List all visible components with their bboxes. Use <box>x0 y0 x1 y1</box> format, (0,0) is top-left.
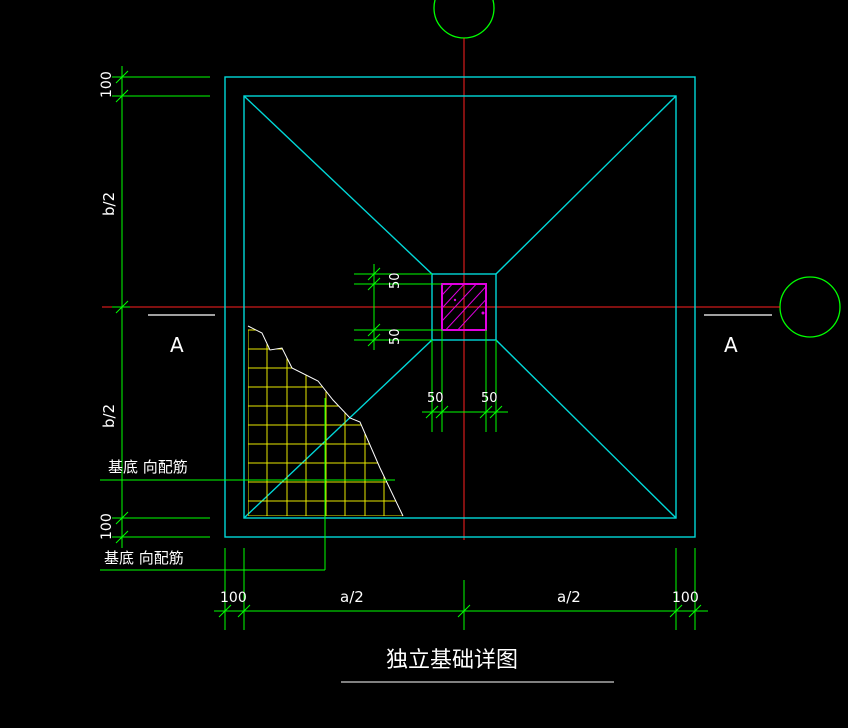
dim-col-gap-bottom: 50 <box>388 328 403 345</box>
dim-col-gap-top: 50 <box>388 272 403 289</box>
dim-a-half-right: a/2 <box>557 588 581 606</box>
foundation-outline <box>224 76 696 538</box>
axis-bubble-right <box>779 276 841 338</box>
dim-b-half-bottom: b/2 <box>100 404 118 428</box>
dim-b-half-top: b/2 <box>100 192 118 216</box>
dim-right-offset: 100 <box>672 590 699 606</box>
rebar-label-upper: 基底 向配筋 <box>108 458 188 476</box>
dim-col-gap-right: 50 <box>481 391 498 406</box>
rebar-mesh <box>247 325 404 517</box>
section-mark-right: A <box>724 333 738 357</box>
dim-left-offset: 100 <box>220 590 247 606</box>
dim-bottom-offset: 100 <box>99 513 115 540</box>
dim-col-gap-left: 50 <box>427 391 444 406</box>
dim-a-half-left: a/2 <box>340 588 364 606</box>
dimension-lines <box>100 66 708 630</box>
dim-top-offset: 100 <box>99 71 115 98</box>
section-mark-left: A <box>170 333 184 357</box>
rebar-label-lower: 基底 向配筋 <box>104 549 184 567</box>
axis-bubble-top <box>433 0 495 39</box>
column-section <box>441 283 487 331</box>
drawing-title: 独立基础详图 <box>386 648 518 673</box>
